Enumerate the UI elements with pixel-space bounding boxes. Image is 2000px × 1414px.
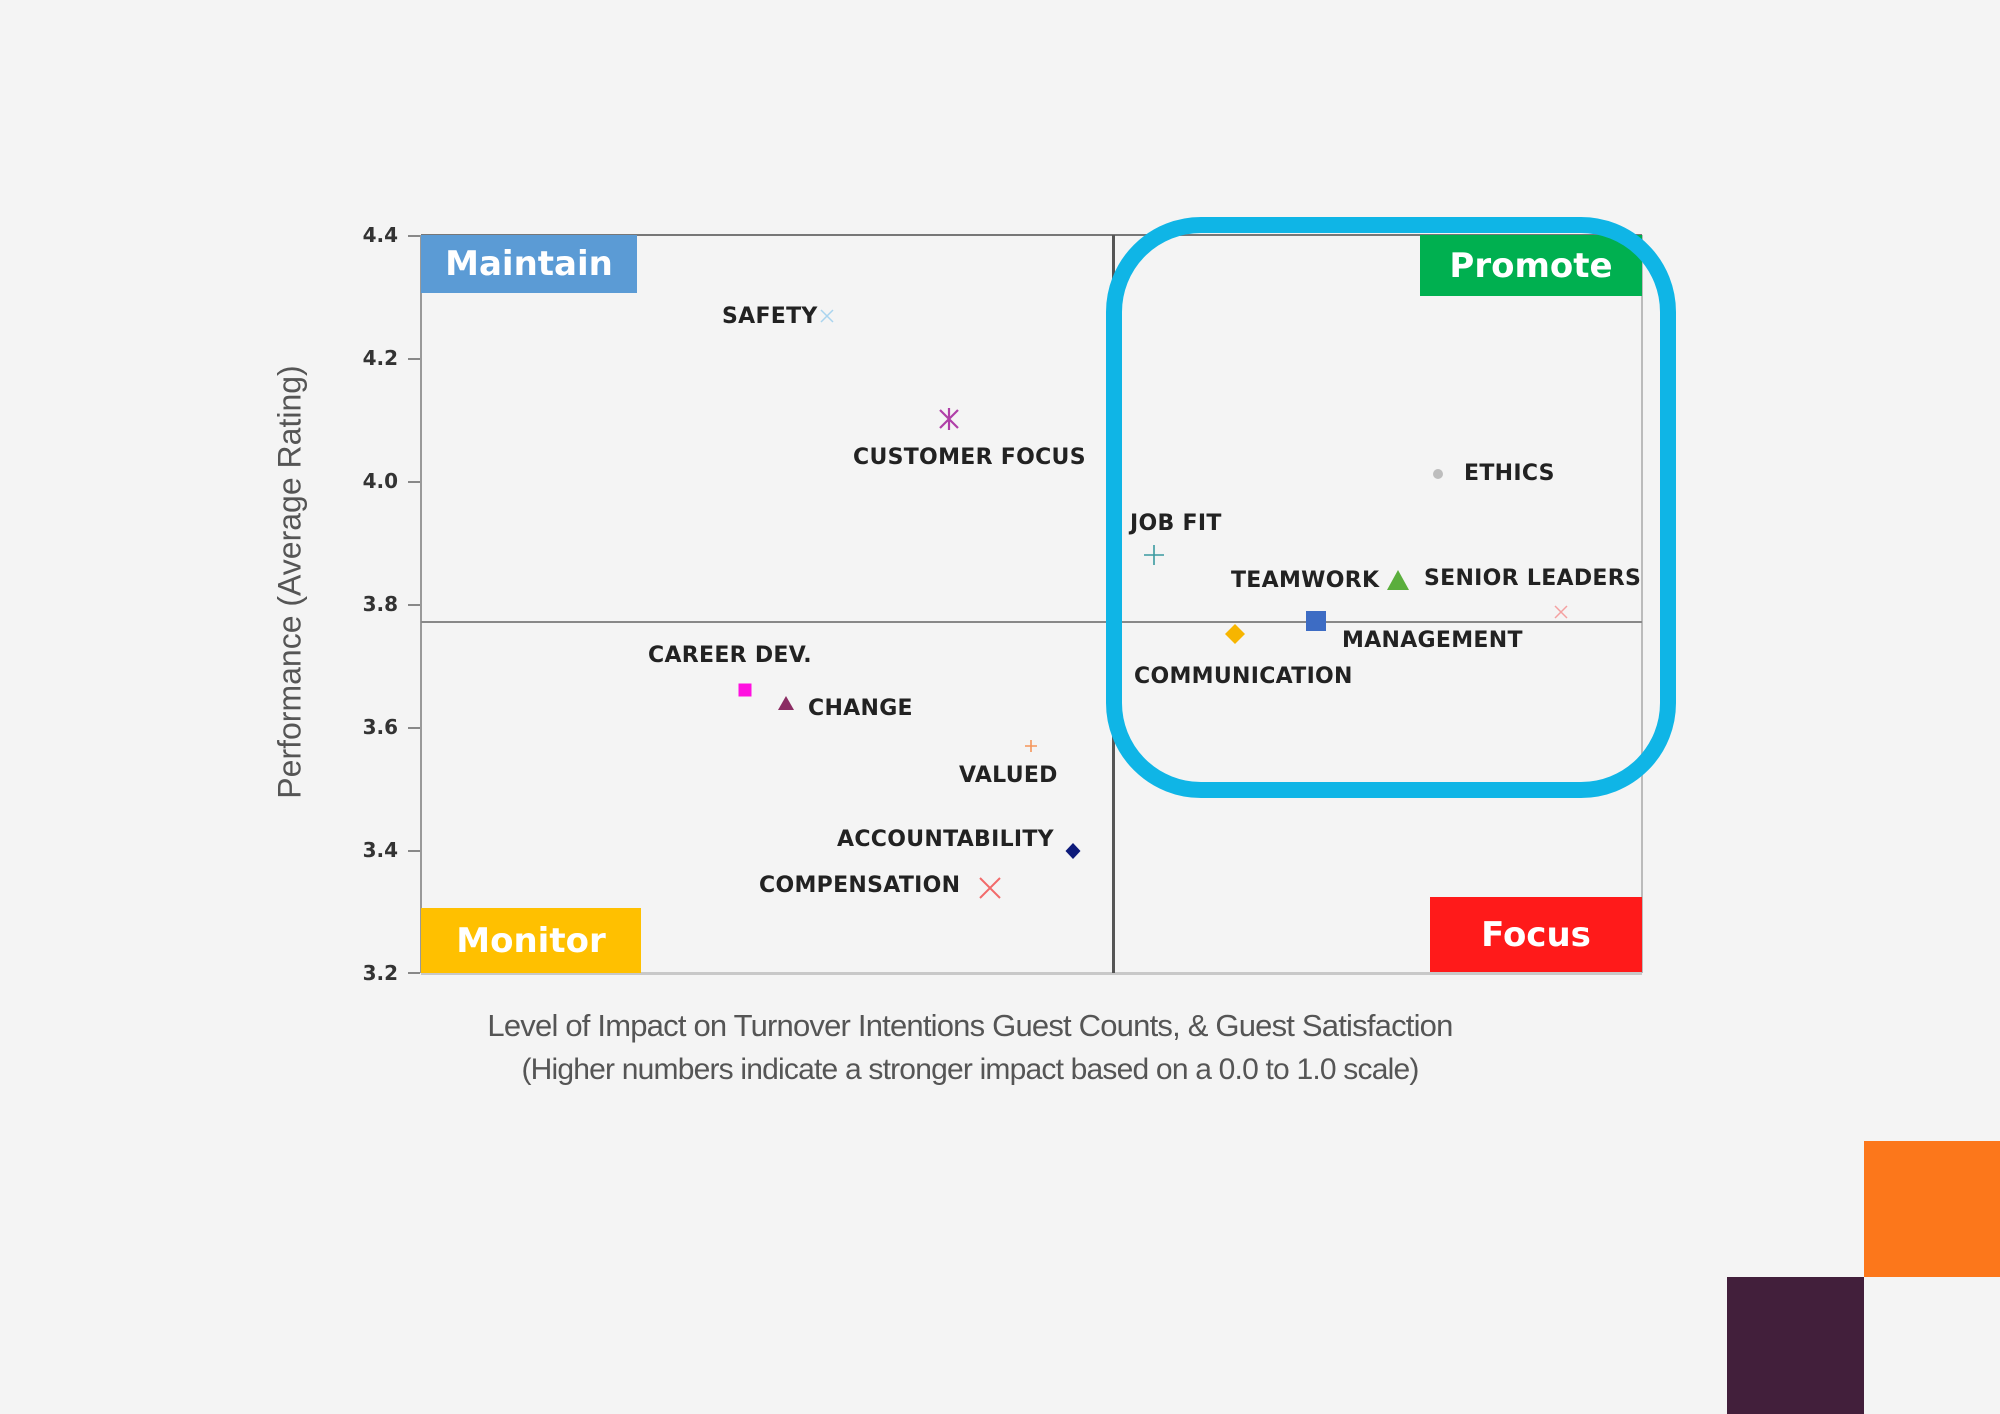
point-label-senior-leaders: SENIOR LEADERS <box>1424 566 1642 591</box>
quadrant-label-maintain: Maintain <box>421 235 637 293</box>
point-label-accountability: ACCOUNTABILITY <box>837 827 1054 852</box>
triangle-marker-icon <box>1387 570 1409 590</box>
point-label-communication: COMMUNICATION <box>1134 664 1353 689</box>
square-marker-icon <box>738 683 752 697</box>
ytick-mark <box>408 358 420 360</box>
ytick-label: 4.2 <box>362 346 398 370</box>
ytick-label: 3.8 <box>362 592 398 616</box>
diamond-marker-icon <box>1065 843 1081 859</box>
quadrant-label-monitor: Monitor <box>421 908 641 973</box>
point-label-career-dev: CAREER DEV. <box>648 643 812 668</box>
quadrant-label-focus: Focus <box>1430 897 1642 972</box>
ytick-label: 3.4 <box>362 838 398 862</box>
quadrant-divider-horizontal <box>421 621 1642 623</box>
x-marker-icon <box>820 309 834 323</box>
point-label-job-fit: JOB FIT <box>1130 511 1222 536</box>
ytick-label: 4.4 <box>362 223 398 247</box>
promote-highlight-frame <box>1106 217 1676 798</box>
decorative-orange-block <box>1864 1141 2000 1277</box>
ytick-mark <box>408 727 420 729</box>
ytick-label: 3.6 <box>362 715 398 739</box>
point-label-compensation: COMPENSATION <box>759 873 961 898</box>
diamond-marker-icon <box>1225 624 1245 644</box>
point-label-safety: SAFETY <box>722 304 818 329</box>
plot-border-right <box>1641 235 1643 973</box>
x-axis-label: Level of Impact on Turnover Intentions G… <box>487 1008 1453 1043</box>
y-axis-line <box>420 235 422 973</box>
plus-marker-icon <box>1025 740 1037 752</box>
ytick-label: 3.2 <box>362 961 398 985</box>
ytick-mark <box>408 604 420 606</box>
ytick-label: 4.0 <box>362 469 398 493</box>
point-label-ethics: ETHICS <box>1464 461 1555 486</box>
square-marker-icon <box>1306 611 1326 631</box>
point-label-management: MANAGEMENT <box>1342 628 1523 653</box>
x-axis-subtitle: (Higher numbers indicate a stronger impa… <box>521 1053 1419 1086</box>
ytick-mark <box>408 235 420 237</box>
point-label-customer-focus: CUSTOMER FOCUS <box>853 445 1086 470</box>
x-axis-line <box>421 972 1642 975</box>
point-label-teamwork: TEAMWORK <box>1231 568 1380 593</box>
plus-marker-icon <box>1144 545 1164 565</box>
ytick-mark <box>408 972 420 974</box>
point-label-valued: VALUED <box>959 763 1058 788</box>
circle-marker-icon <box>1433 469 1443 479</box>
point-label-change: CHANGE <box>808 696 913 721</box>
x-marker-icon <box>979 877 1001 899</box>
ytick-mark <box>408 850 420 852</box>
y-axis-label: Performance (Average Rating) <box>271 365 308 799</box>
asterisk-marker-icon <box>939 408 959 430</box>
ytick-mark <box>408 481 420 483</box>
plot-border-top <box>421 234 1642 236</box>
decorative-purple-block <box>1727 1277 1864 1414</box>
triangle-marker-icon <box>778 696 794 710</box>
x-marker-icon <box>1554 605 1568 619</box>
